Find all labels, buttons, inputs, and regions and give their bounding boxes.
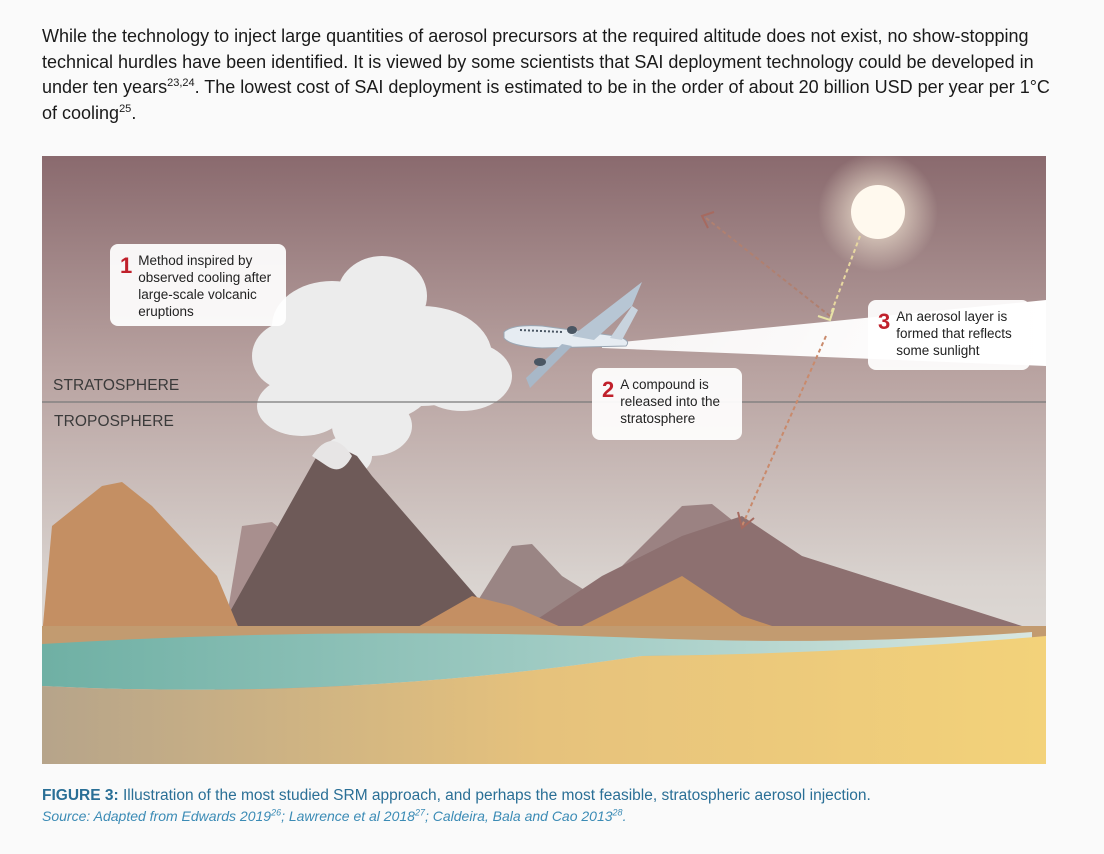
source-text: ; Caldeira, Bala and Cao 2013 [425,808,613,824]
citation-ref[interactable]: 28 [613,807,623,817]
callout-text: An aerosol layer is formed that reflects… [896,308,1018,359]
callout-text: Method inspired by observed cooling afte… [138,252,274,320]
source-text: Source: Adapted from Edwards 2019 [42,808,271,824]
caption-line: FIGURE 3: Illustration of the most studi… [42,786,1082,806]
citation-ref[interactable]: 26 [271,807,281,817]
callout-2: 2 A compound is released into the strato… [592,368,742,440]
caption-text: Illustration of the most studied SRM app… [119,787,871,804]
figure-label: FIGURE 3: [42,787,119,804]
troposphere-label: TROPOSPHERE [54,413,174,431]
callout-text: A compound is released into the stratosp… [620,376,730,427]
callout-number: 1 [120,255,132,277]
stratosphere-label: STRATOSPHERE [53,377,179,395]
body-paragraph: While the technology to inject large qua… [42,24,1052,126]
sai-illustration: STRATOSPHERE TROPOSPHERE 1 Method inspir… [42,156,1046,764]
callout-1: 1 Method inspired by observed cooling af… [110,244,286,326]
sun-icon [851,185,905,239]
paragraph-end: . [131,103,136,123]
source-end: . [623,808,627,824]
caption-source: Source: Adapted from Edwards 201926; Law… [42,806,1082,826]
citation-ref[interactable]: 25 [119,103,131,115]
callout-3: 3 An aerosol layer is formed that reflec… [868,300,1030,370]
callout-number: 3 [878,311,890,333]
source-text: ; Lawrence et al 2018 [281,808,415,824]
citation-ref[interactable]: 23,24 [167,77,195,89]
callout-number: 2 [602,379,614,401]
figure-caption: FIGURE 3: Illustration of the most studi… [42,786,1082,826]
citation-ref[interactable]: 27 [415,807,425,817]
